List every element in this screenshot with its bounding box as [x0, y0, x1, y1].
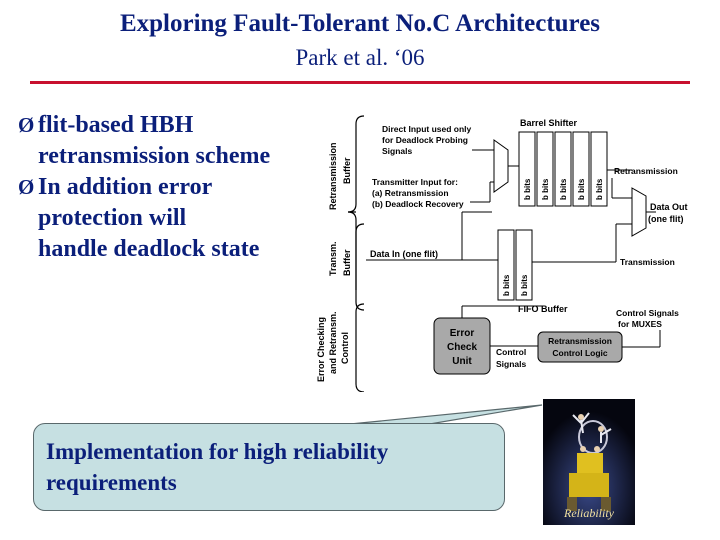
retrans-buffer-label: Retransmission: [328, 142, 338, 210]
retrans-buffer-label: Buffer: [342, 157, 352, 184]
bbits-label: b bits: [595, 178, 604, 200]
data-out-label: Data Out: [650, 202, 688, 212]
fifo-cell: [515, 229, 533, 301]
reliability-photo: Reliability: [543, 399, 635, 525]
bbits-label: b bits: [520, 274, 529, 296]
bullet-text: flit-based HBH retransmission scheme: [38, 110, 270, 172]
barrel-cell: [518, 131, 536, 207]
bullet-line: In addition error: [38, 174, 213, 200]
data-in-label: Data In (one flit): [370, 249, 438, 259]
bbits-label: b bits: [559, 178, 568, 200]
arrow-bullet-icon: Ø: [18, 175, 35, 199]
direct-input-label: Signals: [382, 146, 413, 156]
fifo-cell: [497, 229, 515, 301]
slide-subtitle: Park et al. ‘06: [295, 45, 425, 70]
barrel-shifter-label: Barrel Shifter: [520, 118, 578, 128]
control-signals-muxes-label: Control Signals: [616, 308, 679, 318]
barrel-cell: [590, 131, 608, 207]
barrel-cell: [572, 131, 590, 207]
control-signals-label: Control: [496, 347, 526, 357]
data-out-label: (one flit): [648, 214, 684, 224]
transmitter-input-label: Transmitter Input for:: [372, 177, 458, 187]
photo-caption: Reliability: [564, 506, 614, 520]
bullet-line: retransmission scheme: [38, 143, 271, 169]
control-signals-label: Signals: [496, 359, 527, 369]
retrans-logic-label: Control Logic: [552, 348, 608, 358]
slide-title: Exploring Fault-Tolerant No.C Architectu…: [119, 10, 601, 37]
transmitter-input-label: (a) Retransmission: [372, 188, 449, 198]
bbits-label: b bits: [541, 178, 550, 200]
barrel-cell: [554, 131, 572, 207]
error-check-unit-label: Check: [447, 342, 477, 353]
bullet-item: Ø flit-based HBH retransmission scheme: [18, 110, 318, 172]
fifo-buffer-label: FIFO Buffer: [518, 304, 568, 314]
control-signals-muxes-label: for MUXES: [618, 319, 662, 329]
transm-buffer-label: Transm.: [328, 241, 338, 276]
output-mux: [631, 187, 647, 237]
bullet-line: protection will: [38, 205, 187, 231]
transmitter-input-label: (b) Deadlock Recovery: [372, 199, 464, 209]
callout-text: Implementation for high reliability requ…: [46, 436, 388, 498]
callout-line: Implementation for high reliability: [46, 439, 389, 464]
error-check-unit-label: Unit: [452, 356, 472, 367]
direct-input-label: Direct Input used only: [382, 124, 472, 134]
retransmission-label: Retransmission: [614, 166, 678, 176]
direct-input-label: for Deadlock Probing: [382, 135, 468, 145]
retrans-logic-label: Retransmission: [548, 336, 612, 346]
input-mux: [493, 139, 509, 193]
acrobats-illustration: [543, 399, 635, 525]
bullet-line: flit-based HBH: [38, 112, 194, 138]
title-divider: [30, 81, 690, 84]
error-check-unit-label: Error: [450, 328, 475, 339]
bullet-line: handle deadlock state: [38, 236, 260, 262]
error-check-side-label: Error Checking: [316, 317, 326, 382]
callout-box: Implementation for high reliability requ…: [33, 423, 505, 511]
transmission-label: Transmission: [620, 257, 675, 267]
bbits-label: b bits: [523, 178, 532, 200]
bbits-label: b bits: [577, 178, 586, 200]
transm-buffer-label: Buffer: [342, 249, 352, 276]
bullet-list: Ø flit-based HBH retransmission scheme Ø…: [18, 110, 318, 265]
retrans-control-logic: [537, 331, 623, 363]
error-check-side-label: and Retransm.: [328, 311, 338, 374]
bullet-text: In addition error protection will handle…: [38, 172, 259, 265]
architecture-diagram: Retransmission Buffer Transm. Buffer Err…: [316, 115, 688, 392]
arrow-bullet-icon: Ø: [18, 113, 35, 137]
bullet-item: Ø In addition error protection will hand…: [18, 172, 318, 265]
error-check-side-label: Control: [340, 332, 350, 364]
bbits-label: b bits: [502, 274, 511, 296]
barrel-cell: [536, 131, 554, 207]
callout-line: requirements: [46, 470, 177, 495]
